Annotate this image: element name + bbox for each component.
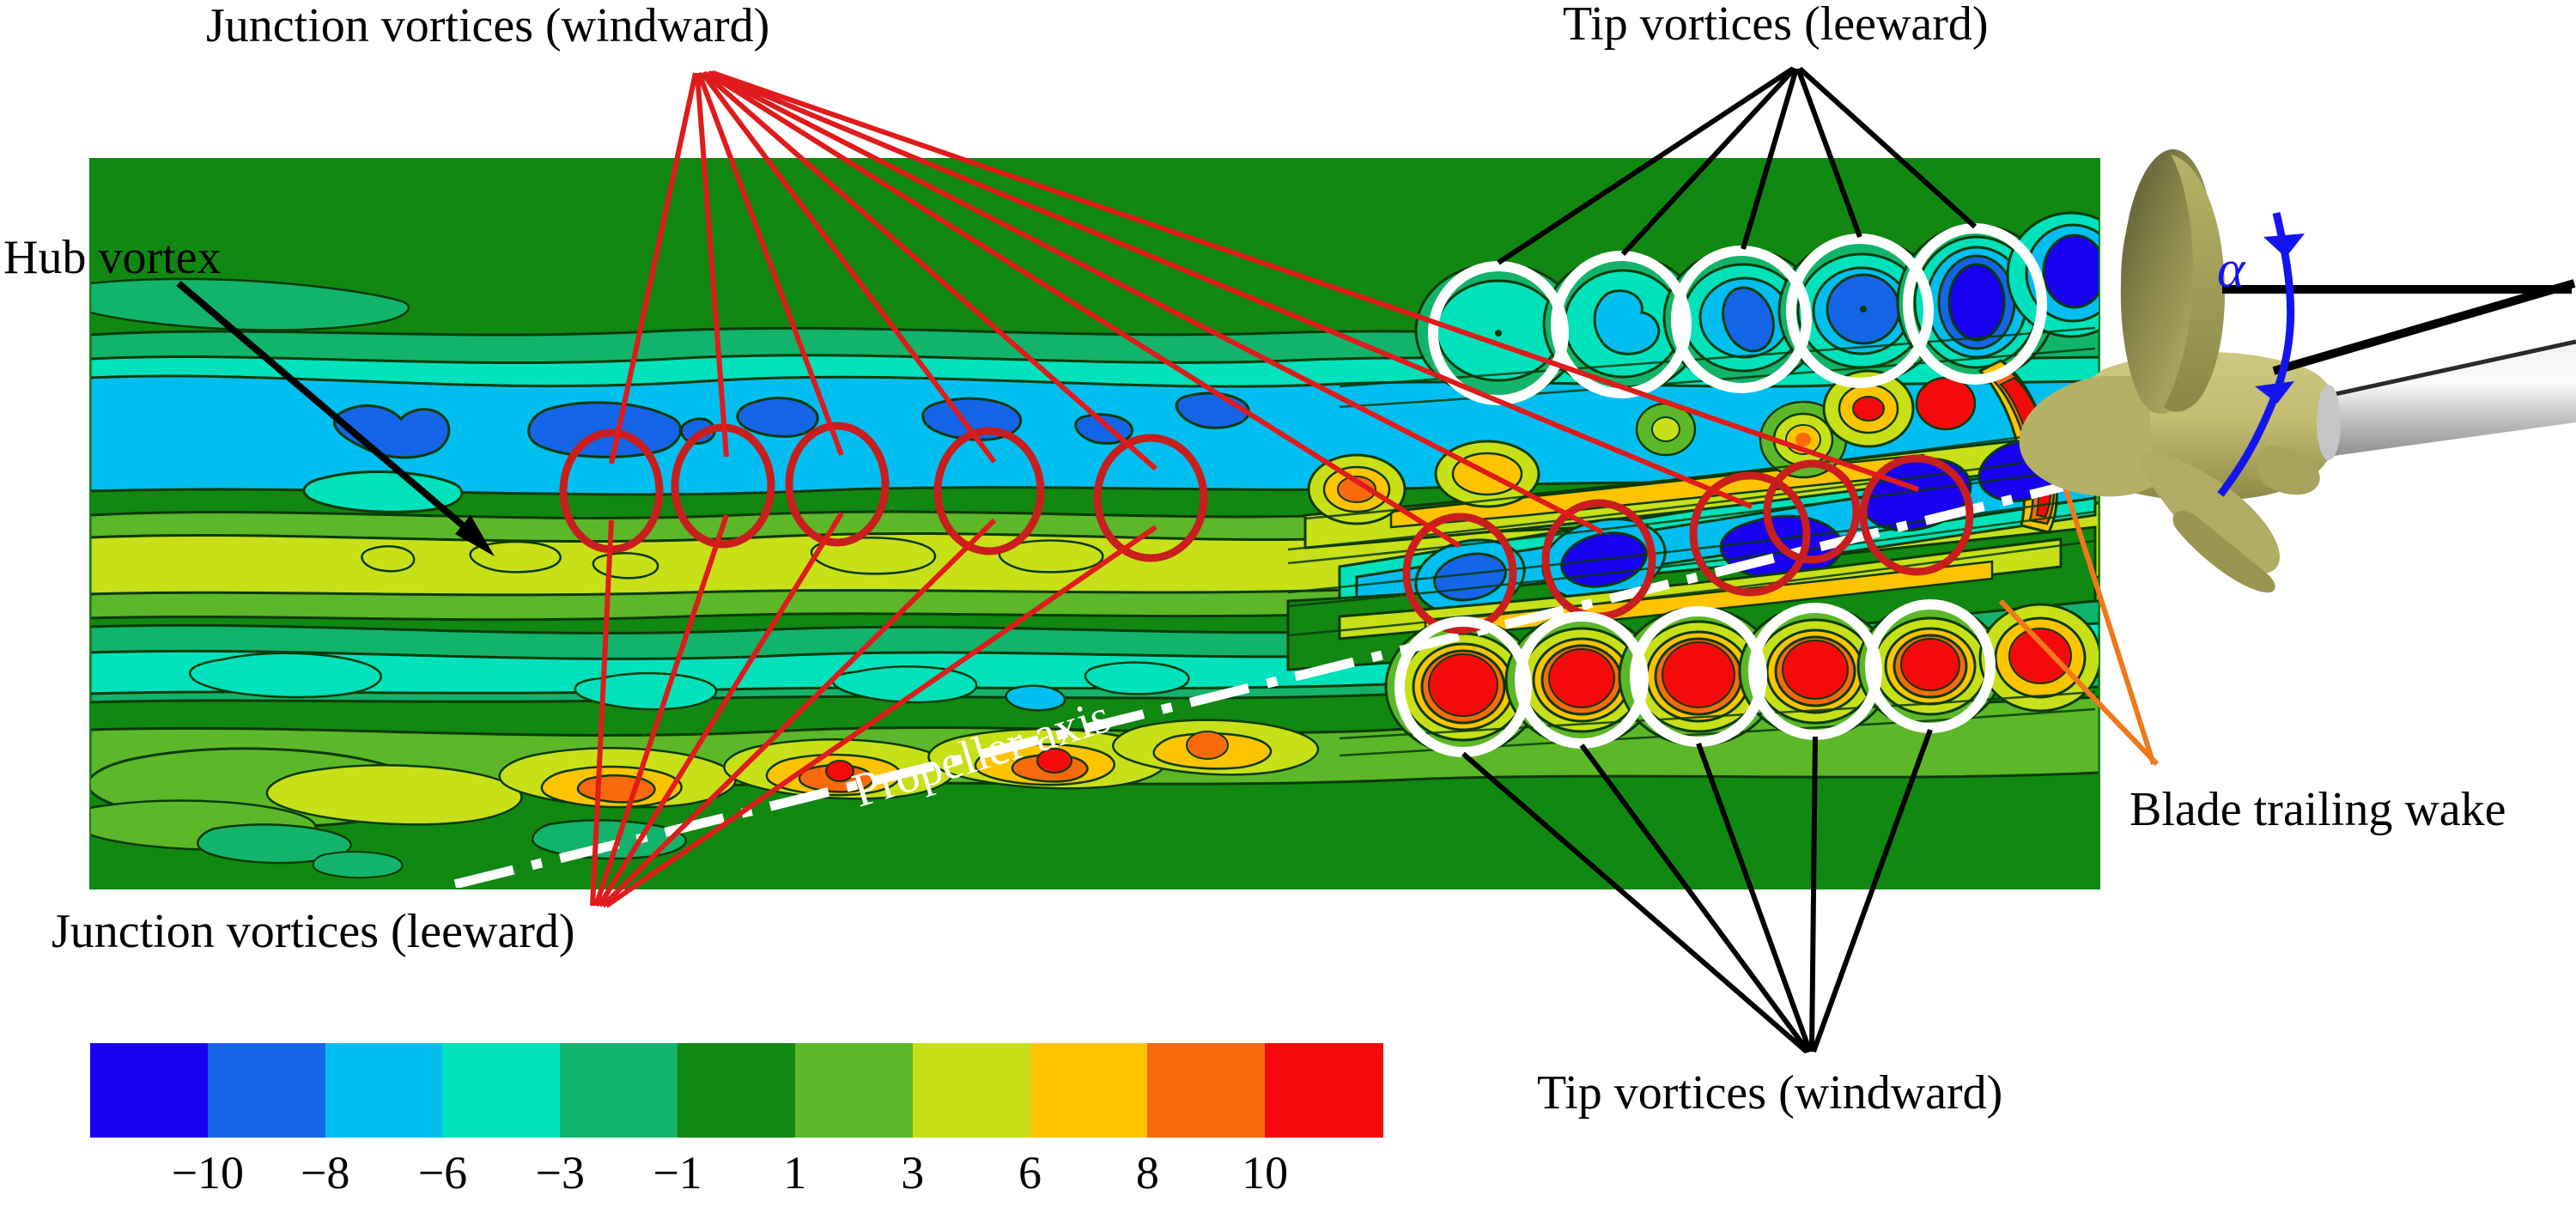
speck-mid-1b <box>1651 416 1680 442</box>
colorbar-tick-0: −10 <box>171 1147 245 1199</box>
propeller-blade-lower-shade <box>2172 510 2275 593</box>
speck-1 <box>361 545 416 573</box>
colorbar-tick-labels: −10 −8 −6 −3 −1 1 3 6 8 10 <box>90 1146 1382 1206</box>
lump-5d <box>1036 748 1072 774</box>
blob-cyan-small <box>1005 684 1066 712</box>
colorbar-band-10 <box>1265 1043 1383 1138</box>
propeller-shaft <box>2324 343 2576 457</box>
speck-2 <box>469 540 562 574</box>
colorbar-band-1 <box>207 1043 326 1138</box>
blob-teal-1 <box>302 470 464 513</box>
alpha-inclined-axis <box>2272 279 2576 375</box>
colorbar-band-7 <box>912 1043 1031 1138</box>
colorbar-tick-9: 10 <box>1242 1147 1289 1199</box>
near-field-structures <box>1286 211 2099 757</box>
speck-5 <box>998 539 1104 574</box>
leader-junction-windward <box>609 70 1919 549</box>
colorbar-tick-7: 6 <box>1018 1147 1042 1199</box>
label-alpha-angle: α <box>2217 240 2245 299</box>
hub-shaft-ring <box>2317 385 2341 460</box>
propeller-blade-upper-front <box>2164 155 2226 412</box>
colorbar-band-9 <box>1147 1043 1266 1138</box>
propeller-hub-nose <box>2019 376 2155 497</box>
shaft-top-edge <box>2323 339 2576 399</box>
alpha-arrow-head <box>2263 234 2305 258</box>
colorbar-band-5 <box>677 1043 796 1138</box>
lump-bl-3 <box>532 819 687 860</box>
colorbar-tick-5: 1 <box>783 1147 807 1199</box>
colorbar <box>90 1043 1383 1138</box>
speck-4 <box>811 536 937 575</box>
tip-vortex-circles-leeward <box>1428 223 2047 405</box>
label-junction-vortices-leeward: Junction vortices (leeward) <box>52 905 575 958</box>
speck-3 <box>592 552 659 580</box>
colorbar-tick-1: −8 <box>300 1147 350 1199</box>
blob-blue-3 <box>680 417 716 445</box>
blob-teal-2 <box>188 652 382 699</box>
lump-4d <box>825 760 854 782</box>
lump-tl-1 <box>90 277 410 331</box>
leader-tip-windward <box>1461 728 1933 1054</box>
lump-3c <box>576 774 656 804</box>
speck-mid-2d <box>1795 433 1811 446</box>
colorbar-tick-4: −1 <box>653 1147 702 1199</box>
colorbar-tick-8: 8 <box>1135 1147 1159 1199</box>
plot-border <box>89 158 2100 889</box>
leader-tip-leeward <box>1497 66 1978 265</box>
colorbar-band-3 <box>442 1043 562 1138</box>
blob-blue-4 <box>736 397 819 438</box>
label-junction-vortices-windward: Junction vortices (windward) <box>206 0 770 52</box>
leader-hub-vortex <box>176 280 495 556</box>
blob-teal-3 <box>574 671 718 711</box>
label-tip-vortices-leeward: Tip vortices (leeward) <box>1563 0 1989 51</box>
extra-core-3c <box>1852 396 1885 422</box>
propeller-blade-lower <box>2140 453 2280 574</box>
colorbar-band-8 <box>1030 1043 1149 1138</box>
lump-bl-2 <box>197 823 352 865</box>
contour-field-group <box>90 159 2099 889</box>
alpha-arrow-head-lower <box>2255 381 2294 404</box>
propeller-blade-root <box>2257 446 2320 495</box>
colorbar-band-6 <box>794 1043 914 1138</box>
blob-teal-5 <box>1084 661 1190 695</box>
lump-bl-4 <box>312 851 404 879</box>
leeward-tip-vortex-cores <box>1414 211 2099 399</box>
label-tip-vortices-windward: Tip vortices (windward) <box>1537 1066 2003 1120</box>
lump-2 <box>265 764 523 826</box>
leader-junction-leeward <box>590 512 1157 908</box>
leader-blade-trailing-wake <box>1998 446 2160 767</box>
extra-core-1c <box>1337 476 1376 503</box>
colorbar-tick-3: −3 <box>535 1147 585 1199</box>
lump-6c <box>1186 731 1229 760</box>
colorbar-band-0 <box>90 1043 209 1138</box>
angle-alpha-group <box>2217 211 2576 497</box>
colorbar-tick-6: 3 <box>901 1147 925 1199</box>
propeller-axis-line <box>453 476 2088 889</box>
colorbar-tick-2: −6 <box>417 1147 468 1199</box>
colorbar-band-2 <box>325 1043 444 1138</box>
label-hub-vortex: Hub vortex <box>3 231 222 284</box>
tip-vortex-circles-windward <box>1394 599 1996 757</box>
extra-core-4 <box>1915 376 1977 431</box>
windward-tip-vortex-cores <box>1384 603 2099 756</box>
label-blade-trailing-wake: Blade trailing wake <box>2129 783 2506 836</box>
colorbar-band-4 <box>560 1043 678 1138</box>
propeller-assembly <box>2019 149 2576 593</box>
